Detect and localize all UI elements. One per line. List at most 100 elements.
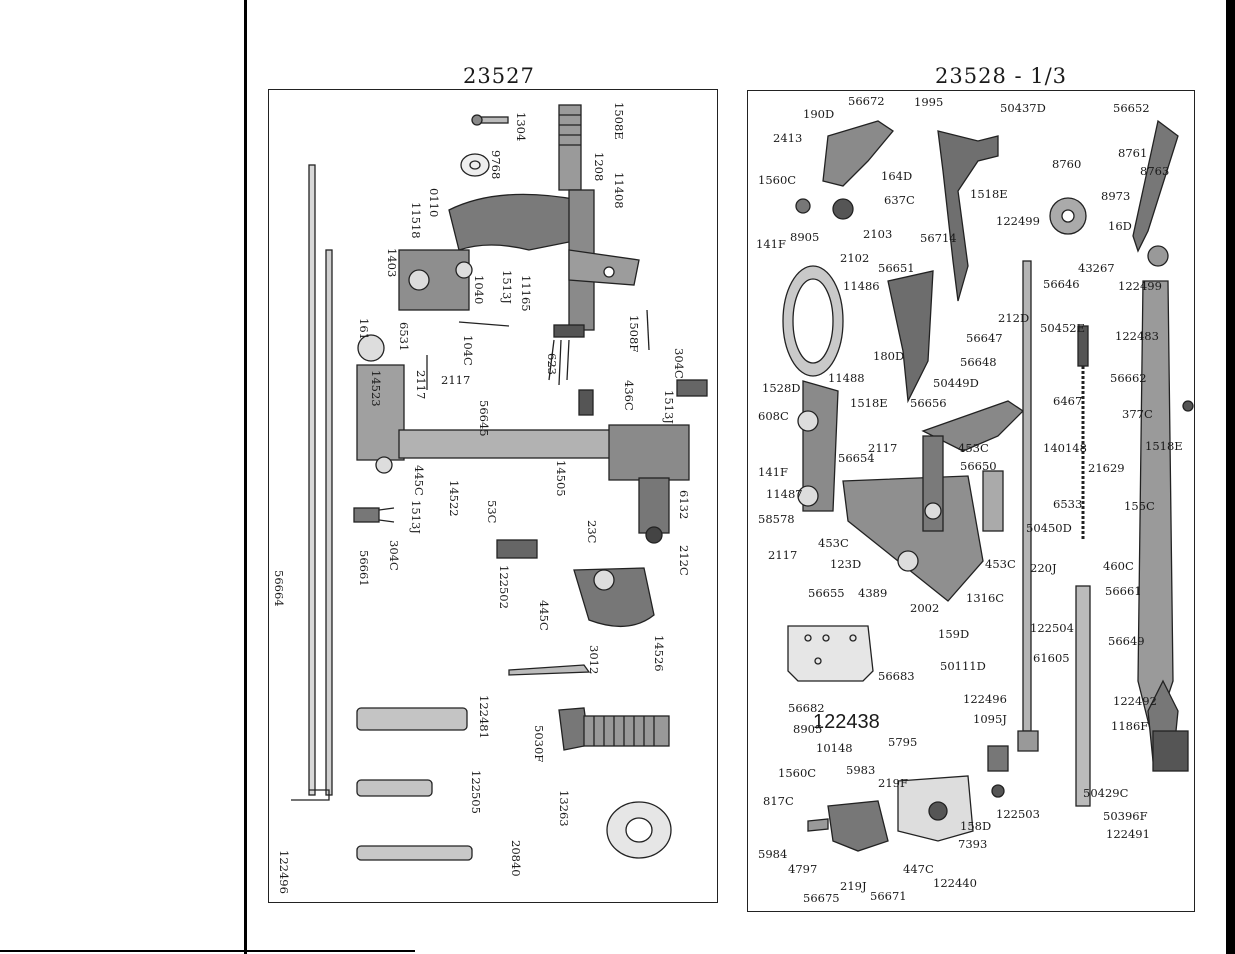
left-panel-part-number: 56664 (272, 570, 286, 607)
right-panel-part-number: 56646 (1043, 277, 1080, 291)
right-panel-part-number: 21629 (1088, 461, 1125, 475)
right-panel-part-number: 122483 (1115, 329, 1159, 343)
right-panel-part-number: 122491 (1106, 827, 1150, 841)
right-panel-part-number: 50452E (1040, 321, 1085, 335)
left-panel-part-number: 1040 (472, 275, 486, 305)
right-panel-part-number: 56671 (870, 889, 907, 903)
right-panel-part-number: 1316C (966, 591, 1005, 605)
left-panel-part-number: 122505 (469, 770, 483, 814)
right-panel-part-number: 123D (830, 557, 862, 571)
left-binding-edge (244, 0, 247, 954)
left-panel-part-number: 161 (357, 318, 371, 340)
right-panel-part-number: 50450D (1026, 521, 1072, 535)
right-panel-part-number: 56682 (788, 701, 825, 715)
left-panel-part-number: 6132 (677, 490, 691, 520)
left-panel-part-number: 122481 (477, 695, 491, 739)
right-panel-part-number: 56652 (1113, 101, 1150, 115)
right-panel-part-number: 158D (960, 819, 992, 833)
left-panel-title: 23527 (463, 64, 535, 88)
right-panel-part-number: 56714 (920, 231, 957, 245)
right-panel-part-number: 10148 (816, 741, 853, 755)
left-panel-part-number: 212C (677, 545, 691, 576)
right-panel-part-number: 56647 (966, 331, 1003, 345)
right-panel-part-number: 56654 (838, 451, 875, 465)
left-panel-part-number: 20840 (509, 840, 523, 877)
right-panel-part-number: 2102 (840, 251, 870, 265)
left-parts-illustration (291, 104, 708, 861)
left-panel-part-number: 14522 (447, 480, 461, 517)
left-panel-part-number: 14526 (652, 635, 666, 672)
right-panel-part-number: 1186F (1111, 719, 1149, 733)
left-panel-part-number: 6531 (397, 322, 411, 352)
right-parts-illustration (782, 119, 1194, 852)
right-panel-part-number: 1528D (762, 381, 801, 395)
left-panel-part-number: 445C (537, 600, 551, 631)
right-panel-part-number: 453C (985, 557, 1016, 571)
right-panel-part-number: 7393 (958, 837, 988, 851)
left-panel-part-number: 304C (672, 348, 686, 379)
right-panel-part-number: 220J (1030, 561, 1057, 575)
left-panel-part-number: 14523 (369, 370, 383, 407)
left-panel-part-number: 9768 (489, 150, 503, 180)
right-panel-part-number: 8763 (1140, 164, 1170, 178)
left-panel-part-number: 14505 (554, 460, 568, 497)
right-panel-part-number: 122496 (963, 692, 1007, 706)
right-panel-part-number: 190D (803, 107, 835, 121)
right-panel-part-number: 4389 (858, 586, 888, 600)
right-panel-part-number: 1560C (758, 173, 797, 187)
left-panel-part-number: 56661 (357, 550, 371, 587)
right-panel-part-number: 56655 (808, 586, 845, 600)
left-panel-part-number: 623 (545, 353, 559, 375)
right-panel-part-number: 1518E (850, 396, 888, 410)
right-panel-part-number: 11486 (843, 279, 880, 293)
right-panel-title: 23528 - 1/3 (935, 64, 1068, 88)
left-panel-part-number: 2117 (414, 370, 428, 400)
right-panel-part-number: 2117 (768, 548, 798, 562)
right-panel-part-number: 608C (758, 409, 789, 423)
right-panel-part-number: 50111D (940, 659, 986, 673)
bottom-edge-line (0, 950, 415, 952)
left-panel-part-number: 304C (387, 540, 401, 571)
left-panel-part-number: 56645 (477, 400, 491, 437)
right-panel-part-number: 141F (758, 465, 788, 479)
left-panel-part-number: 1513J (500, 270, 514, 304)
right-panel-part-number: 16D (1108, 219, 1132, 233)
right-panel-part-number: 141F (756, 237, 786, 251)
left-panel-part-number: 53C (485, 500, 499, 524)
right-panel-part-number: 1518E (970, 187, 1008, 201)
right-panel-part-number: 1518E (1145, 439, 1183, 453)
right-binding-edge (1226, 0, 1235, 954)
right-panel-part-number: 453C (818, 536, 849, 550)
left-panel-part-number: 13263 (557, 790, 571, 827)
left-panel-part-number: 11408 (612, 172, 626, 209)
right-panel-part-number: 6533 (1053, 497, 1083, 511)
left-panel-part-number: 1208 (592, 152, 606, 182)
left-panel-part-number: 1508F (627, 315, 641, 353)
right-panel-part-number: 61605 (1033, 651, 1070, 665)
right-panel-part-number: 56648 (960, 355, 997, 369)
right-panel-part-number: 8973 (1101, 189, 1131, 203)
right-panel-part-number: 1995 (914, 95, 944, 109)
right-panel-part-number: 453C (958, 441, 989, 455)
right-panel-part-number: 180D (873, 349, 905, 363)
right-panel-part-number: 56656 (910, 396, 947, 410)
right-panel-part-number: 43267 (1078, 261, 1115, 275)
right-panel-part-number: 377C (1122, 407, 1153, 421)
right-panel-part-number: 122504 (1030, 621, 1074, 635)
left-panel-part-number: 2117 (441, 373, 471, 387)
right-panel-part-number: 219F (878, 776, 908, 790)
right-panel-part-number: 122499 (1118, 279, 1162, 293)
left-panel-part-number: 11518 (409, 202, 423, 239)
right-panel-part-number: 2413 (773, 131, 803, 145)
right-panel-part-number: 447C (903, 862, 934, 876)
right-panel-part-number: 6467 (1053, 394, 1083, 408)
right-panel-part-number: 56649 (1108, 634, 1145, 648)
right-panel-part-number: 8761 (1118, 146, 1148, 160)
right-panel-part-number: 140148 (1043, 441, 1087, 455)
right-panel-part-number: 2002 (910, 601, 940, 615)
right-panel-part-number: 56672 (848, 94, 885, 108)
right-panel-part-number: 212D (998, 311, 1030, 325)
right-panel-part-number: 5795 (888, 735, 918, 749)
